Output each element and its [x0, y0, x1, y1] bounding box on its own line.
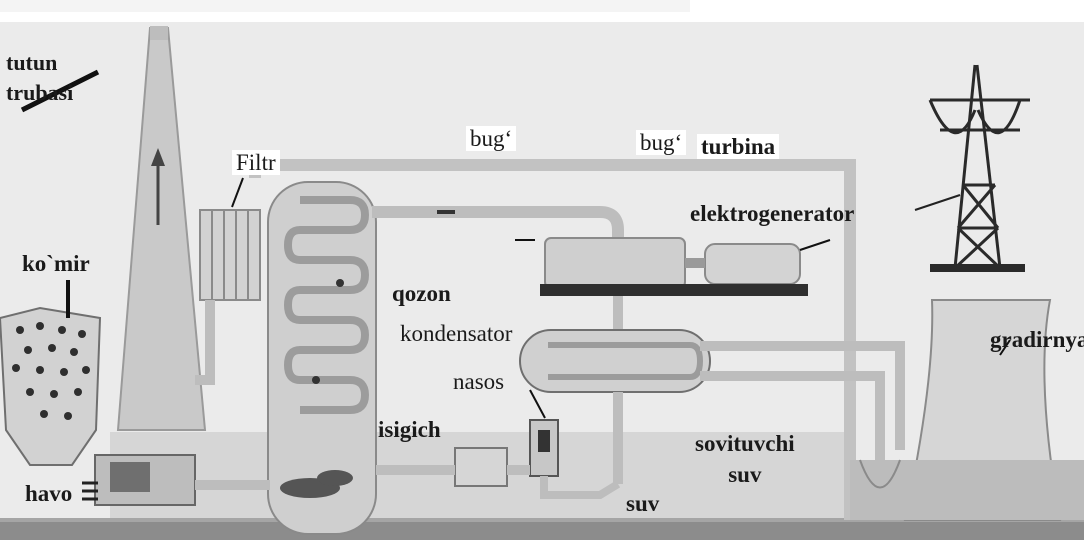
turbine [544, 237, 686, 289]
label-tutun-trubasi: tutun trubasi [6, 50, 74, 105]
cooling-pond [850, 460, 1084, 520]
coal-hopper [0, 306, 102, 466]
ground-line [0, 522, 1084, 540]
condenser [519, 329, 711, 393]
heater [454, 447, 508, 487]
label-isigich: isigich [378, 417, 441, 442]
label-nasos: nasos [453, 369, 505, 394]
label-qozon: qozon [392, 281, 451, 306]
label-turbina-bug: bug‘ [636, 130, 687, 155]
steam-pipe [372, 206, 624, 238]
label-elektrogenerator: elektrogenerator [690, 201, 855, 226]
boiler-flames [280, 470, 353, 498]
chimney-pointer [20, 69, 100, 113]
filter-unit [199, 209, 261, 301]
power-line [914, 194, 961, 211]
pylon [928, 64, 1030, 270]
boiler [267, 181, 377, 535]
label-gradirnya: gradirnya [990, 327, 1084, 352]
label-turbina: turbina [697, 134, 780, 159]
label-suv: suv [626, 491, 660, 516]
label-sovituvchi-suv: sovituvchi suv [695, 431, 795, 487]
cooling-water-out [700, 341, 905, 450]
boiler-coil [283, 196, 370, 414]
label-kondensator: kondensator [400, 321, 513, 346]
turbine-platform [540, 284, 808, 296]
label-bug: bug‘ [466, 126, 517, 151]
generator [704, 243, 801, 285]
label-komir: ko`mir [22, 251, 90, 276]
label-havo: havo [25, 481, 73, 506]
cooling-water-in [700, 371, 885, 460]
label-filtr: Filtr [232, 150, 280, 175]
